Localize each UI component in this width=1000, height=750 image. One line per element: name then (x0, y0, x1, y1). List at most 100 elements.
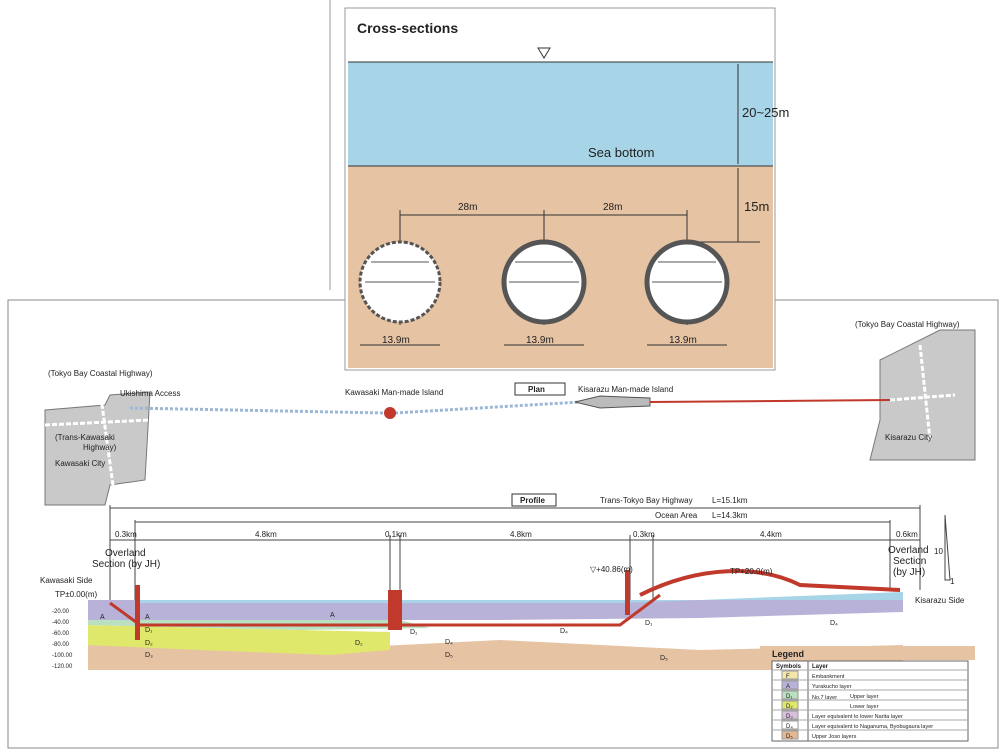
layer-label: D₄ (830, 620, 838, 627)
legend-symbol: D₅ (786, 734, 793, 740)
legend-layer: Embankment (812, 674, 845, 680)
overland-left-1: Overland (105, 548, 146, 559)
layer-label: A (100, 614, 105, 621)
legend-layer: Lower layer (850, 704, 879, 710)
slope-top: 10 (934, 547, 943, 556)
label-kawasaki-city: Kawasaki City (55, 459, 105, 468)
kisarazu-side: Kisarazu Side (915, 596, 965, 605)
depth-tick: -20.00 (52, 609, 70, 615)
legend-col-layer: Layer (812, 664, 829, 670)
label-kisarazu-city: Kisarazu City (885, 433, 932, 442)
tunnel-profile (109, 593, 661, 627)
kawasaki-island-shaft (388, 590, 402, 630)
layer-label: D₂ (145, 640, 153, 647)
plan-label: Plan (528, 385, 545, 394)
legend-swatch (781, 700, 799, 710)
legend-symbol: D₂ (786, 704, 793, 710)
shaft-kawasaki (135, 585, 140, 640)
depth-tick: -100.00 (52, 653, 73, 659)
coastal-route-left (98, 389, 117, 501)
legend-symbol: D₁ (786, 694, 792, 700)
plan: (Tokyo Bay Coastal Highway) Ukishima Acc… (44, 320, 976, 506)
legend-layer: Upper Joso layers (812, 734, 857, 740)
segment-6: 0.6km (896, 530, 918, 539)
layer-a (88, 600, 903, 620)
legend-swatch (781, 670, 799, 680)
segment-4: 0.3km (633, 530, 655, 539)
legend-swatch (781, 710, 799, 720)
sea (135, 592, 903, 603)
overland-right-2: Section (893, 556, 926, 567)
layer-label: D₁ (145, 627, 153, 634)
profile-dimensions: Profile Trans-Tokyo Bay Highway L=15.1km… (92, 493, 955, 670)
legend-swatch (781, 720, 799, 730)
segment-0: 0.3km (115, 530, 137, 539)
bridge-profile (639, 569, 901, 597)
kawasaki-island-marker (384, 407, 396, 419)
legend-layer: Yurakucho layer (812, 684, 852, 690)
label-trans-kawasaki: (Trans-Kawasaki (55, 433, 115, 442)
depth-tick: -80.00 (52, 642, 70, 648)
slope-bottom: 1 (950, 577, 955, 586)
ocean-label: Ocean Area (655, 511, 698, 520)
legend-layer: Upper layer (850, 694, 879, 700)
label-trans-kawasaki-2: Highway) (83, 443, 117, 452)
legend-swatch (781, 680, 799, 690)
label-ukishima: Ukishima Access (120, 389, 180, 398)
bridge-plan-line (649, 399, 896, 403)
layer-label: D₁ (410, 629, 418, 636)
highway-label: Trans-Tokyo Bay Highway (600, 496, 693, 505)
layer-label: D₅ (445, 652, 453, 659)
segment-5: 4.4km (760, 530, 782, 539)
slope-indicator (944, 514, 951, 581)
layer-label: D₄ (445, 639, 453, 646)
label-coastal-left: (Tokyo Bay Coastal Highway) (48, 369, 153, 378)
kawasaki-side: Kawasaki Side (40, 576, 93, 585)
depth-tick: -60.00 (52, 631, 70, 637)
plan-tag (514, 382, 566, 396)
legend-col-symbols: Symbols (776, 664, 802, 670)
segment-2: 0.1km (385, 530, 407, 539)
profile-label: Profile (520, 496, 545, 505)
layer-label: D₅ (660, 655, 668, 662)
coastal-route-right (918, 344, 932, 441)
overland-right-3: (by JH) (893, 567, 925, 578)
legend-title: Legend (772, 649, 804, 659)
segment-3: 4.8km (510, 530, 532, 539)
kisarazu-island-shaft (625, 570, 630, 615)
profile-tag (511, 493, 557, 507)
tp-zero: TP±0.00(m) (55, 590, 98, 599)
depth-tick: -120.00 (52, 664, 73, 670)
legend-symbol: F (786, 674, 790, 680)
label-kisarazu-island: Kisarazu Man-made Island (578, 385, 673, 394)
segment-1: 4.8km (255, 530, 277, 539)
label-kawasaki-island: Kawasaki Man-made Island (345, 388, 443, 397)
legend-swatch (781, 690, 799, 700)
route-right (889, 393, 956, 402)
label-coastal-right: (Tokyo Bay Coastal Highway) (855, 320, 960, 329)
legend-symbol: A (786, 684, 790, 690)
trans-kawasaki-route (44, 418, 151, 427)
bridge-tp: TP+20.0(m) (730, 567, 773, 576)
profile-section: ▽+40.86(m) TP+20.0(m) Kawasaki Side Kisa… (40, 565, 965, 670)
layer-label: D₃ (145, 652, 153, 659)
legend-layer: Layer equivalent to Naganuma, Byobugaura… (812, 724, 933, 730)
ocean-length: L=14.3km (712, 511, 748, 520)
kisarazu-land (869, 329, 976, 461)
overland-right-1: Overland (888, 545, 929, 556)
layer-d2 (88, 625, 390, 655)
layer-label: D₁ (645, 620, 653, 627)
legend-symbol: D₄ (786, 724, 793, 730)
depth-tick: -40.00 (52, 620, 70, 626)
layer-label: A (330, 612, 335, 619)
tunnel-plan-line (129, 406, 386, 415)
highway-length: L=15.1km (712, 496, 748, 505)
legend-symbol: D₃ (786, 714, 793, 720)
layer-label: A (145, 614, 150, 621)
layer-label: D₂ (355, 640, 363, 647)
legend-layer: Layer equivalent to lower Narita layer (812, 714, 903, 720)
overland-left-2: Section (by JH) (92, 559, 160, 570)
